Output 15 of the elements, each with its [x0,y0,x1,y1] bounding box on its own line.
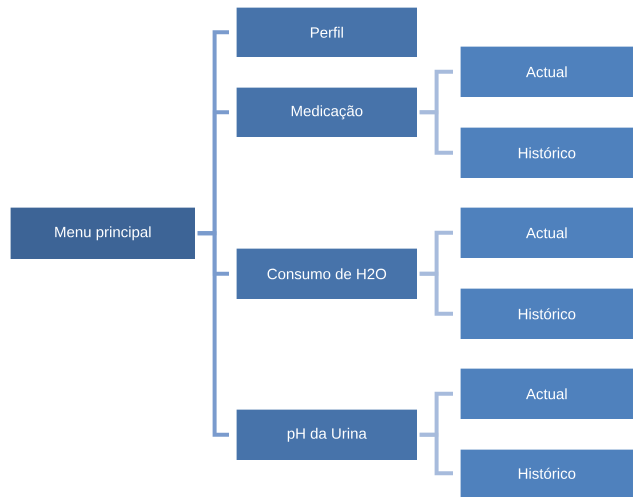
connector [420,432,453,476]
submenu-box: Actual [460,206,633,259]
submenu-box: Histórico [460,288,633,340]
menu-box: Consumo de H2O [236,248,418,300]
menu-box: Perfil [236,7,418,58]
submenu-box: Actual [460,368,633,420]
submenu-box: Histórico [460,448,633,497]
menu-box: Medicação [236,87,418,138]
connector [198,231,229,437]
connector [420,110,453,155]
submenu-box: Histórico [460,127,633,179]
connector [420,272,453,316]
submenu-box: Actual [460,46,633,98]
menu-box: pH da Urina [236,408,418,461]
root-box: Menu principal [10,206,196,260]
